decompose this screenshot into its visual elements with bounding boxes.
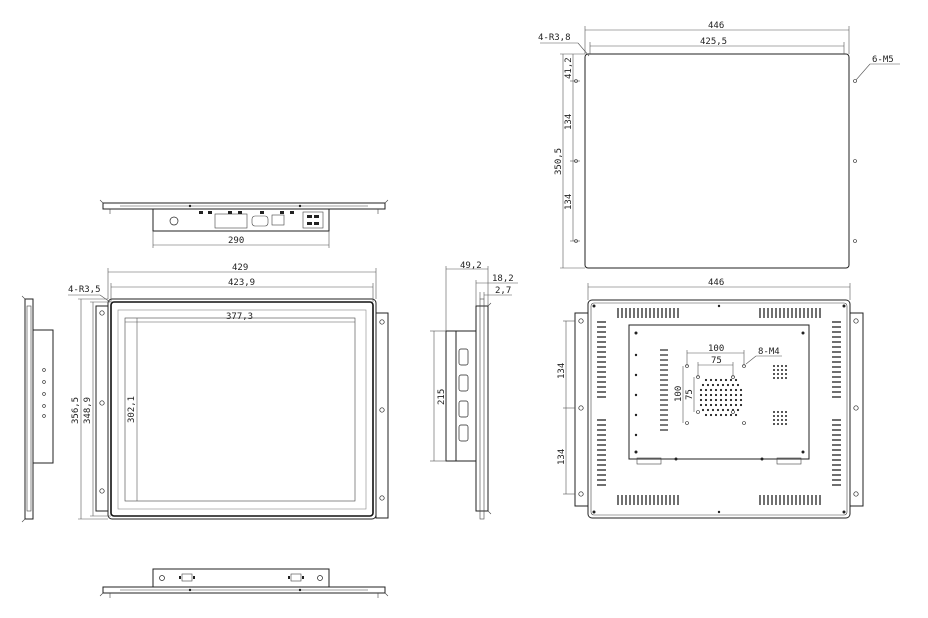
cutout-height-label: 350,5 [554, 148, 564, 175]
vesa-inner-label: 75 [711, 356, 722, 366]
bezel-thickness-label: 2,7 [495, 286, 511, 296]
bottom-vent-slots [617, 495, 821, 505]
rear-view: 446 100 75 8-M4 100 75 134 134 [557, 278, 864, 519]
rear-width-label: 446 [708, 278, 724, 288]
front-outer-width-label: 429 [232, 263, 248, 273]
vesa-grille [699, 378, 743, 417]
cutout-corner-radius-label: 4-R3,8 [538, 33, 571, 43]
top-view: 290 [99, 199, 389, 248]
vesa-outer-v-label: 100 [674, 386, 684, 402]
cutout-view: 446 425,5 4-R3,8 6-M5 350,5 41,2 134 134 [538, 21, 900, 269]
right-vent-slots [832, 321, 841, 486]
cutout-top-offset-label: 41,2 [564, 57, 574, 79]
front-inner-width-label: 423,9 [228, 278, 255, 288]
cutout-inner-width-label: 425,5 [700, 37, 727, 47]
screw-holes-label: 6-M5 [872, 55, 894, 65]
vesa-screws-label: 8-M4 [758, 347, 780, 357]
bezel-depth-label: 18,2 [492, 274, 514, 284]
right-side-view: 215 49,2 18,2 2,7 [430, 261, 518, 520]
cutout-width-label: 446 [708, 21, 724, 31]
inner-left-vents [660, 349, 668, 431]
rear-spacing-2-label: 134 [557, 449, 567, 465]
right-grille [773, 365, 787, 425]
left-vent-slots [597, 321, 606, 486]
vesa-outer-label: 100 [708, 344, 724, 354]
side-depth-label: 49,2 [460, 261, 482, 271]
rear-spacing-1-label: 134 [557, 363, 567, 379]
top-view-width-label: 290 [228, 236, 244, 246]
top-vent-slots [617, 308, 821, 318]
bottom-view [99, 568, 389, 598]
front-view: 429 423,9 4-R3,5 377,3 302,1 356,5 348,9 [68, 263, 389, 520]
front-corner-radius-label: 4-R3,5 [68, 285, 101, 295]
rear-height-label: 215 [437, 389, 447, 405]
active-width-label: 377,3 [226, 312, 253, 322]
inner-left-holes [634, 353, 638, 437]
front-outer-height-label: 356,5 [71, 397, 81, 424]
active-height-label: 302,1 [127, 396, 137, 423]
cutout-spacing-2-label: 134 [564, 194, 574, 210]
vesa-inner-v-label: 75 [685, 389, 695, 400]
front-inner-height-label: 348,9 [83, 397, 93, 424]
left-side-view [21, 295, 54, 523]
cutout-spacing-1-label: 134 [564, 114, 574, 130]
